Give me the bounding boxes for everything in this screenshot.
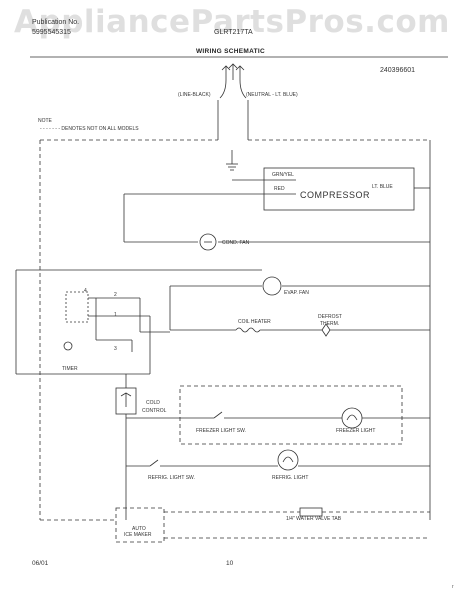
red-label: RED: [274, 186, 285, 192]
timer-label: TIMER: [62, 366, 78, 372]
footer-date: 06/01: [32, 560, 49, 567]
water-valve-label: 1/4" WATER VALVE TAB: [286, 516, 342, 522]
part-number: 240396601: [380, 67, 416, 74]
timer-motor-icon: [63, 341, 73, 351]
note-heading: NOTE: [38, 118, 52, 124]
coil-heater-icon: [235, 327, 261, 333]
cold-control-icon: [120, 392, 132, 407]
timer-terminal-3: 3: [114, 346, 117, 352]
timer-terminal-2: 2: [114, 292, 117, 298]
model-number: GLRT217TA: [214, 29, 253, 36]
timer: [16, 291, 151, 375]
ice-maker-label-1: AUTO: [132, 526, 146, 532]
line-label: (LINE-BLACK): [178, 92, 211, 98]
defrost-therm-label-1: DEFROST: [318, 314, 342, 320]
refrig-light-circuit: [126, 449, 430, 471]
evap-fan: [15, 269, 430, 374]
defrost-therm-label-2: THERM.: [320, 321, 340, 327]
ice-maker: [40, 507, 430, 543]
freezer-light-sw-label: FREEZER LIGHT SW.: [196, 428, 246, 434]
cold-control-label-1: COLD: [146, 400, 160, 406]
cond-fan: [124, 233, 430, 251]
ice-maker-label-2: ICE MAKER: [124, 532, 152, 538]
defrost-circuit: [139, 286, 430, 337]
line-bus: [39, 100, 219, 520]
compressor-box: [232, 167, 430, 211]
footer-page: 10: [226, 560, 234, 567]
refrig-light-switch-icon: [149, 459, 159, 467]
timer-terminal-4: 4: [84, 288, 87, 294]
water-valve-icon: [299, 507, 323, 517]
neutral-label: (NEUTRAL - LT. BLUE): [246, 92, 298, 98]
cond-fan-label: COND. FAN: [222, 240, 250, 246]
freezer-light-box: [126, 385, 430, 445]
refrig-light-label: REFRIG. LIGHT: [272, 475, 309, 481]
coil-heater-label: COIL HEATER: [238, 319, 271, 325]
grn-yel-label: GRN/YEL: [272, 172, 294, 178]
power-plug-icon: [219, 63, 247, 99]
cold-control: [115, 374, 137, 520]
cold-control-label-2: CONTROL: [142, 408, 167, 414]
publication-number: 5995545315: [32, 29, 71, 36]
refrig-light-bulb-icon: [277, 449, 299, 471]
publication-label: Publication No.: [32, 19, 80, 26]
ground-icon: [226, 150, 238, 171]
freezer-light-bulb-icon: [341, 407, 363, 429]
timer-terminal-1: 1: [114, 312, 117, 318]
freezer-light-label: FREEZER LIGHT: [336, 428, 376, 434]
page-title: WIRING SCHEMATIC: [196, 48, 265, 55]
freezer-light-switch-icon: [213, 411, 223, 419]
lt-blue-label: LT. BLUE: [372, 184, 393, 190]
neutral-bus: [247, 100, 431, 520]
note-text: - - - - - - - DENOTES NOT ON ALL MODELS: [40, 126, 139, 132]
evap-fan-label: EVAP. FAN: [284, 290, 309, 296]
corner-mark: r: [452, 584, 454, 590]
refrig-light-sw-label: REFRIG. LIGHT SW.: [148, 475, 195, 481]
defrost-therm-icon: [321, 323, 331, 337]
compressor-label: COMPRESSOR: [300, 190, 371, 200]
